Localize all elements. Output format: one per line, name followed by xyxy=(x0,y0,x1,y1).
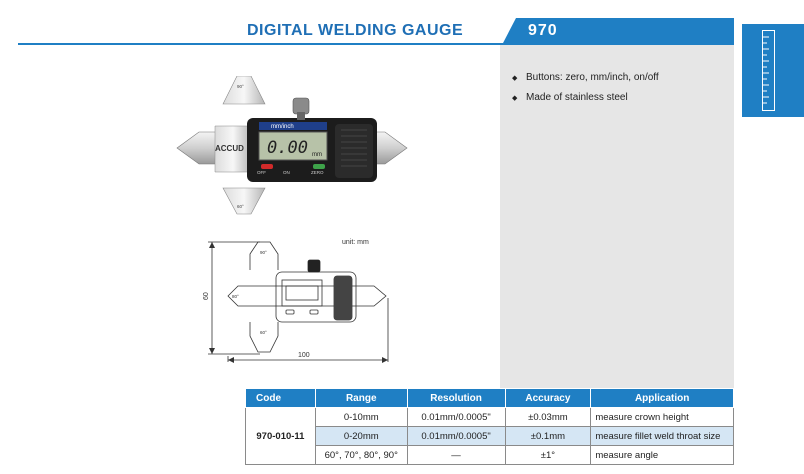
unit-label: unit: mm xyxy=(342,239,369,246)
category-badge xyxy=(742,24,804,117)
drawing-angle-top: 90° xyxy=(260,250,267,255)
ruler-icon xyxy=(762,30,775,111)
display-unit: mm xyxy=(312,152,322,158)
application-cell: measure fillet weld throat size xyxy=(590,426,734,446)
feature-item: ◆Made of stainless steel xyxy=(512,92,628,103)
header-rule xyxy=(18,43,734,45)
drawing-angle-left: 80° xyxy=(232,294,239,299)
bullet-icon: ◆ xyxy=(512,95,518,102)
product-code: 970 xyxy=(528,22,558,39)
column-header-code: Code xyxy=(245,388,316,408)
column-header-accuracy: Accuracy xyxy=(504,388,592,408)
technical-drawing: 100 60 90° 80° 60° xyxy=(198,236,398,366)
resolution-cell: 0.01mm/0.0005" xyxy=(406,426,506,446)
width-dimension: 100 xyxy=(298,352,310,359)
product-code-cell: 970-010-11 xyxy=(245,407,316,465)
on-label: ON xyxy=(283,170,290,175)
drawing-angle-bottom: 60° xyxy=(260,330,267,335)
angle-top-label: 90° xyxy=(237,84,244,89)
table-header-row: Code Range Resolution Accuracy Applicati… xyxy=(245,388,734,408)
range-cell: 0-20mm xyxy=(314,426,408,446)
table-row: 0-20mm 0.01mm/0.0005" ±0.1mm measure fil… xyxy=(246,426,734,446)
angle-bottom-label: 60° xyxy=(237,204,244,209)
product-code-tab xyxy=(502,18,734,45)
table-row: 60°, 70°, 80°, 90° — ±1° measure angle xyxy=(246,445,734,465)
feature-list: ◆Buttons: zero, mm/inch, on/off ◆Made of… xyxy=(512,72,659,112)
table-row: 970-010-11 0-10mm 0.01mm/0.0005" ±0.03mm… xyxy=(245,407,734,465)
column-header-application: Application xyxy=(590,388,734,408)
range-cell: 60°, 70°, 80°, 90° xyxy=(314,445,408,465)
accuracy-cell: ±0.1mm xyxy=(504,426,592,446)
height-dimension: 60 xyxy=(203,292,210,300)
off-label: OFF xyxy=(257,170,266,175)
column-header-resolution: Resolution xyxy=(406,388,506,408)
product-photo: mm/inch 0.00 mm ACCUD OFF ON ZERO 90° 60… xyxy=(175,75,410,216)
resolution-cell: — xyxy=(406,445,506,465)
accuracy-cell: ±0.03mm xyxy=(504,407,592,427)
page-title: DIGITAL WELDING GAUGE xyxy=(247,22,464,39)
features-panel xyxy=(500,45,734,388)
brand-logo: ACCUD xyxy=(215,144,244,153)
resolution-cell: 0.01mm/0.0005" xyxy=(406,407,506,427)
feature-item: ◆Buttons: zero, mm/inch, on/off xyxy=(512,72,659,83)
display-value: 0.00 xyxy=(267,138,308,158)
accuracy-cell: ±1° xyxy=(504,445,592,465)
application-cell: measure crown height xyxy=(590,407,734,427)
display-mode-label: mm/inch xyxy=(271,124,294,130)
bullet-icon: ◆ xyxy=(512,75,518,82)
zero-label: ZERO xyxy=(311,170,324,175)
spec-table: Code Range Resolution Accuracy Applicati… xyxy=(245,388,734,465)
column-header-range: Range xyxy=(314,388,408,408)
application-cell: measure angle xyxy=(590,445,734,465)
range-cell: 0-10mm xyxy=(314,407,408,427)
